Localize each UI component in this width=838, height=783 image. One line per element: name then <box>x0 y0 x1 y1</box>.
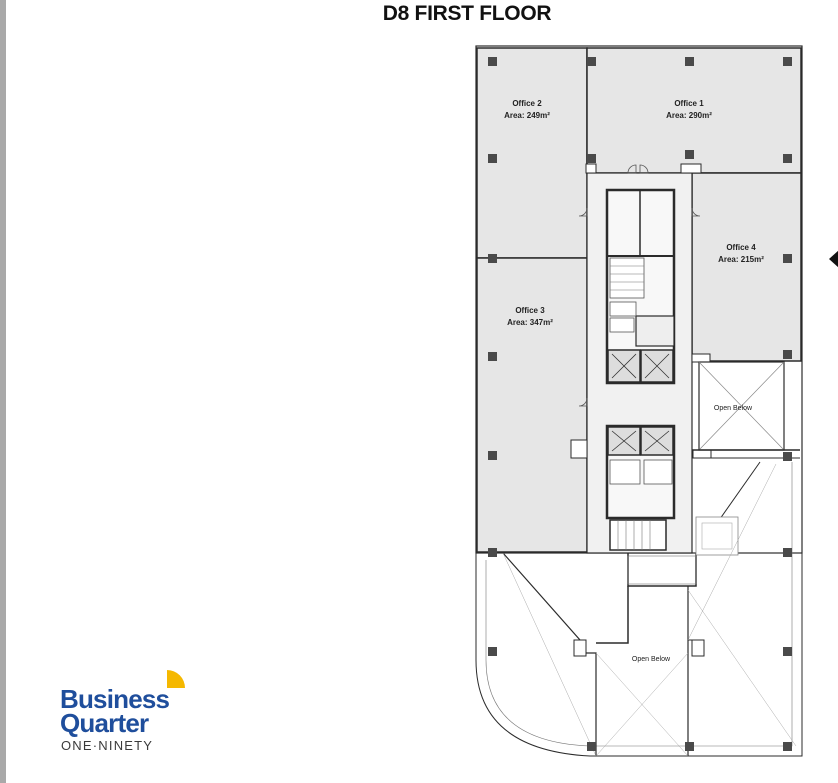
column <box>488 154 497 163</box>
column <box>488 254 497 263</box>
office-2-area[interactable] <box>476 47 588 259</box>
column <box>488 548 497 557</box>
office-3-name: Office 3 <box>515 306 545 315</box>
lower-stair <box>609 519 667 551</box>
upper-stair <box>609 257 645 299</box>
column <box>783 452 792 461</box>
office-2-area-label: Area: 249m² <box>504 111 550 120</box>
door <box>578 397 588 407</box>
brand-logo: Business Quarter ONE·NINETY <box>60 668 200 758</box>
column <box>783 742 792 751</box>
open-below-upper <box>692 361 800 459</box>
page-title: D8 FIRST FLOOR <box>382 2 552 25</box>
column <box>685 150 694 159</box>
columns <box>488 57 792 751</box>
column <box>587 154 596 163</box>
open-below-label-upper: Open Below <box>714 405 753 412</box>
terrace <box>475 460 803 757</box>
office-areas <box>476 47 802 553</box>
side-pointer-marker <box>829 250 838 268</box>
column <box>685 57 694 66</box>
door <box>627 164 637 174</box>
logo-line-business: Business <box>60 684 170 714</box>
office-4-area[interactable] <box>691 172 802 362</box>
column <box>783 647 792 656</box>
open-below-label-lower: Open Below <box>632 656 671 663</box>
column <box>587 742 596 751</box>
office-3-area-label: Area: 347m² <box>507 318 553 327</box>
office-2-name: Office 2 <box>512 99 542 108</box>
door <box>639 164 649 174</box>
quarter-circle-mark-icon <box>167 670 185 688</box>
door <box>578 207 588 217</box>
office-4-name: Office 4 <box>726 243 756 252</box>
column <box>783 254 792 263</box>
logo-line-quarter: Quarter <box>60 708 149 738</box>
logo-line-one-ninety: ONE·NINETY <box>61 738 154 753</box>
column <box>783 350 792 359</box>
column <box>685 742 694 751</box>
column <box>783 548 792 557</box>
office-4-area-label: Area: 215m² <box>718 255 764 264</box>
column <box>488 451 497 460</box>
column <box>488 57 497 66</box>
column <box>587 57 596 66</box>
door <box>691 207 701 217</box>
office-1-name: Office 1 <box>674 99 704 108</box>
column <box>488 647 497 656</box>
left-edge-bar <box>0 0 6 783</box>
column <box>783 57 792 66</box>
core <box>578 164 701 554</box>
column <box>783 154 792 163</box>
office-1-area-label: Area: 290m² <box>666 111 712 120</box>
office-3-area[interactable] <box>476 257 588 553</box>
column <box>488 352 497 361</box>
